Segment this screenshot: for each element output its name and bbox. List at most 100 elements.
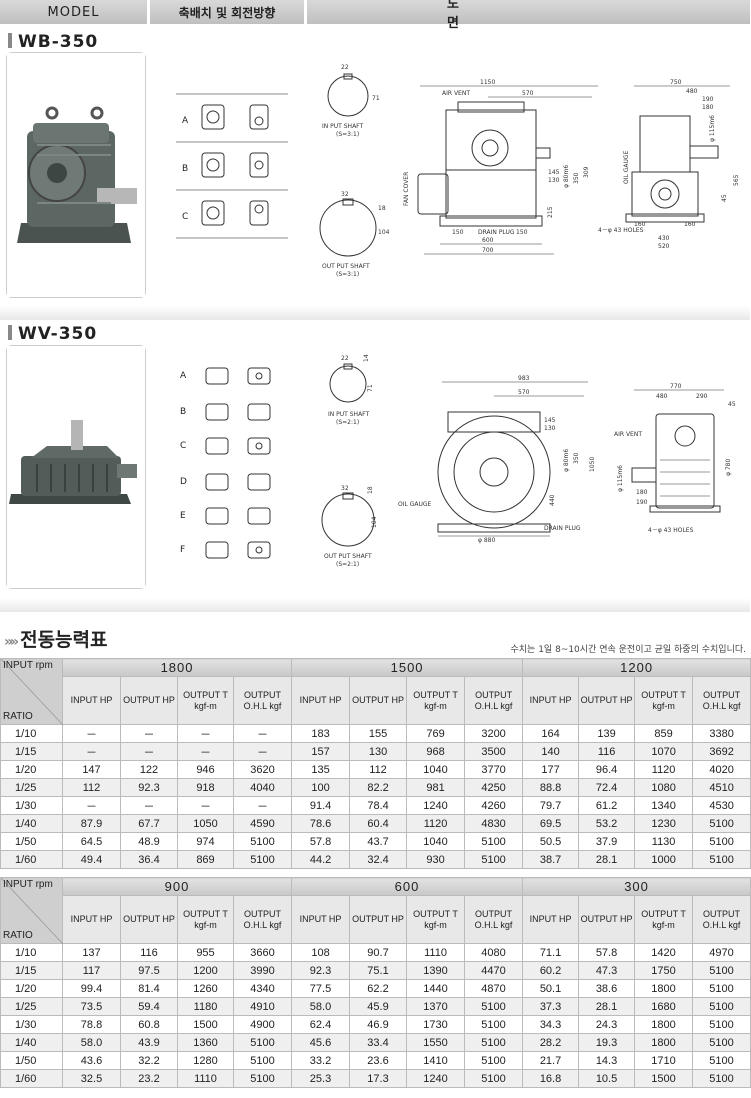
value-cell: 135	[291, 760, 351, 779]
svg-text:71: 71	[372, 95, 380, 102]
value-cell: 60.4	[349, 814, 408, 833]
value-cell: 49.4	[62, 850, 121, 869]
value-cell: 1200	[177, 961, 234, 980]
value-cell: 157	[291, 742, 351, 761]
ratio-cell: 1/30	[0, 1015, 63, 1034]
value-cell: 3692	[692, 742, 751, 761]
value-cell: 88.8	[522, 778, 580, 797]
value-cell: 43.7	[349, 832, 408, 851]
value-cell: 3660	[232, 943, 293, 962]
column-header: OUTPUT O.H.L kgf	[464, 895, 524, 944]
value-cell: 99.4	[62, 979, 121, 998]
value-cell: －	[62, 742, 121, 761]
value-cell: 64.5	[62, 832, 121, 851]
value-cell: 5100	[232, 832, 293, 851]
column-header: OUTPUT HP	[120, 895, 178, 944]
value-cell: －	[62, 796, 121, 815]
ratio-cell: 1/20	[0, 979, 63, 998]
value-cell: 33.4	[349, 1033, 408, 1052]
wv-arrangement-a: A	[180, 367, 271, 385]
ratio-cell: 1/60	[0, 850, 63, 869]
svg-text:480: 480	[656, 393, 668, 400]
value-cell: 23.2	[120, 1069, 178, 1088]
svg-text:145: 145	[544, 417, 556, 424]
value-cell: 116	[120, 943, 178, 962]
speed-header: 1800	[61, 658, 293, 677]
value-cell: 19.3	[578, 1033, 636, 1052]
value-cell: 78.4	[349, 796, 408, 815]
value-cell: 3500	[464, 742, 524, 761]
svg-text:45: 45	[728, 401, 736, 408]
column-header: OUTPUT HP	[578, 676, 636, 725]
corner-ratio-label: RATIO	[3, 930, 33, 941]
wb-gearbox-image	[7, 53, 145, 297]
value-cell: 33.2	[291, 1051, 351, 1070]
value-cell: 140	[522, 742, 580, 761]
value-cell: 44.2	[291, 850, 351, 869]
value-cell: 4830	[464, 814, 524, 833]
svg-text:OIL GAUGE: OIL GAUGE	[398, 501, 432, 508]
value-cell: 47.3	[578, 961, 636, 980]
svg-text:DRAIN PLUG: DRAIN PLUG	[544, 525, 581, 532]
svg-text:(S=3:1): (S=3:1)	[336, 271, 359, 278]
value-cell: 58.0	[291, 997, 351, 1016]
value-cell: 58.0	[62, 1033, 121, 1052]
value-cell: 3380	[692, 724, 751, 743]
value-cell: 1680	[634, 997, 694, 1016]
svg-text:700: 700	[482, 247, 494, 254]
value-cell: 5100	[692, 979, 751, 998]
value-cell: 1050	[177, 814, 234, 833]
svg-text:32: 32	[341, 485, 349, 492]
value-cell: 97.5	[120, 961, 178, 980]
value-cell: －	[232, 796, 293, 815]
wb-arrangement-c: C	[182, 200, 269, 226]
svg-text:309: 309	[583, 166, 590, 178]
value-cell: 17.3	[349, 1069, 408, 1088]
column-header: INPUT HP	[62, 676, 121, 725]
value-cell: 79.7	[522, 796, 580, 815]
svg-text:OIL GAUGE: OIL GAUGE	[623, 150, 630, 184]
svg-text:350: 350	[573, 452, 580, 464]
wb-photo	[6, 52, 146, 298]
value-cell: 57.8	[291, 832, 351, 851]
column-header: OUTPUT HP	[349, 676, 408, 725]
value-cell: 71.1	[522, 943, 580, 962]
wb-arrangement-a: A	[182, 104, 269, 130]
ratio-cell: 1/40	[0, 1033, 63, 1052]
column-header: OUTPUT HP	[349, 895, 408, 944]
ratio-cell: 1/60	[0, 1069, 63, 1088]
speed-header: 900	[61, 877, 293, 896]
svg-text:(S=3:1): (S=3:1)	[336, 131, 359, 138]
value-cell: 869	[177, 850, 234, 869]
value-cell: 1070	[634, 742, 694, 761]
value-cell: 92.3	[120, 778, 178, 797]
column-header: OUTPUT T kgf-m	[634, 895, 694, 944]
value-cell: 78.6	[291, 814, 351, 833]
wv-photo	[6, 345, 146, 589]
ratio-cell: 1/25	[0, 778, 63, 797]
svg-text:IN PUT SHAFT: IN PUT SHAFT	[328, 411, 370, 418]
ratings-title: »»전동능력표	[4, 625, 108, 652]
value-cell: 25.3	[291, 1069, 351, 1088]
value-cell: 1180	[177, 997, 234, 1016]
value-cell: 5100	[464, 997, 524, 1016]
value-cell: 4470	[464, 961, 524, 980]
value-cell: 974	[177, 832, 234, 851]
value-cell: 5100	[692, 997, 751, 1016]
value-cell: 46.9	[349, 1015, 408, 1034]
value-cell: 5100	[692, 1015, 751, 1034]
value-cell: 1420	[634, 943, 694, 962]
value-cell: 1110	[177, 1069, 234, 1088]
svg-text:1150: 1150	[480, 79, 495, 86]
value-cell: 38.6	[578, 979, 636, 998]
value-cell: －	[177, 724, 234, 743]
value-cell: 4590	[232, 814, 293, 833]
wv-arrangement-e: E	[180, 507, 271, 525]
